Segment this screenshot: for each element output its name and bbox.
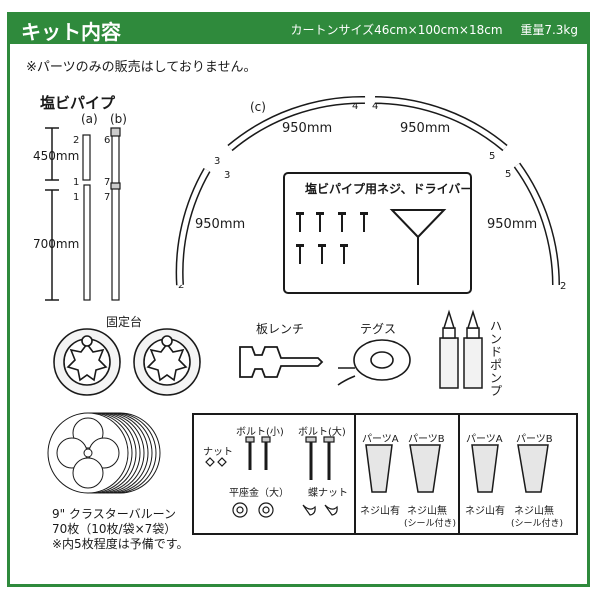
pipe-c-label: (c) [250, 100, 266, 114]
unthreaded-label-2: ネジ山無 [514, 506, 554, 517]
washer-label: 平座金（大） [229, 488, 289, 499]
pipe-num-7a: 7 [104, 177, 111, 188]
bolt-small-label: ボルト(小) [236, 427, 284, 438]
tape-roll [337, 339, 411, 386]
pipe-num-6: 6 [104, 135, 111, 146]
arc-pipes [175, 95, 560, 286]
arc-length-2: 950mm [400, 121, 451, 136]
screw-box-title: 塩ビパイプ用ネジ、ドライバー [305, 182, 473, 196]
hand-pumps [439, 309, 483, 389]
arc-num-3-b: 3 [224, 170, 231, 181]
arc-length-3: 950mm [195, 217, 246, 232]
arc-num-3-a: 3 [214, 156, 221, 167]
threaded-label-1: ネジ山有 [360, 506, 400, 517]
tape-label: テグス [360, 322, 397, 336]
carton-size: カートンサイズ46cm×100cm×18cm [290, 23, 503, 37]
part-a-label-2: パーツA [466, 434, 503, 445]
pipe-num-7b: 7 [104, 192, 111, 203]
sealed-label-2: (シール付き) [511, 519, 564, 529]
dim-lower: 700mm [33, 237, 80, 251]
balloon-line-2: 70枚（10枚/袋×7袋） [52, 522, 177, 536]
wing-nut-label: 蝶ナット [308, 488, 348, 499]
arc-num-4-b: 4 [372, 101, 379, 112]
pipe-a-label: (a) [81, 112, 98, 126]
parts-box [192, 413, 578, 535]
arc-length-4: 950mm [487, 217, 538, 232]
screw-heads [296, 212, 368, 247]
parts-divider-2 [458, 413, 460, 535]
hardware [205, 436, 338, 518]
parts-cups [365, 444, 549, 493]
balloon-line-3: ※内5枚程度は予備です。 [52, 537, 189, 551]
notice-text: ※パーツのみの販売はしておりません。 [26, 60, 257, 75]
balloon-stack [47, 412, 161, 494]
dim-upper: 450mm [33, 149, 80, 163]
base-label: 固定台 [106, 315, 143, 329]
dimension-lines [45, 127, 59, 301]
weight: 重量7.3kg [520, 23, 578, 37]
arc-num-5-b: 5 [505, 169, 512, 180]
arc-num-2-left: 2 [178, 280, 185, 291]
header-bar: キット内容 カートンサイズ46cm×100cm×18cm 重量7.3kg [7, 12, 590, 44]
straight-pipes [82, 127, 121, 301]
arc-length-1: 950mm [282, 121, 333, 136]
base-plates [53, 328, 201, 396]
arc-num-4-a: 4 [352, 101, 359, 112]
screwdriver [389, 209, 447, 285]
wrench-label: 板レンチ [256, 322, 305, 336]
sealed-label-1: (シール付き) [404, 519, 457, 529]
screws [299, 215, 365, 264]
unthreaded-label-1: ネジ山無 [407, 506, 447, 517]
balloon-line-1: 9" クラスターバルーン [52, 507, 177, 521]
parts-divider-1 [354, 413, 356, 535]
screw-driver-box [283, 172, 472, 294]
pipe-num-2a: 2 [73, 135, 80, 146]
wrench [239, 346, 324, 378]
nut-label: ナット [203, 447, 233, 458]
pipe-num-1b: 1 [73, 192, 80, 203]
pipe-b-label: (b) [110, 112, 127, 126]
part-b-label-1: パーツB [408, 434, 445, 445]
threaded-label-2: ネジ山有 [465, 506, 505, 517]
pipes-title: 塩ビパイプ [40, 94, 116, 112]
pump-label: ハンドポンプ [490, 319, 503, 398]
arc-num-2-right: 2 [560, 281, 567, 292]
part-b-label-2: パーツB [516, 434, 553, 445]
arc-num-5-a: 5 [489, 151, 496, 162]
bolt-large-label: ボルト(大) [298, 427, 346, 438]
carton-spec: カートンサイズ46cm×100cm×18cm 重量7.3kg [276, 21, 578, 38]
pipe-num-1a: 1 [73, 177, 80, 188]
part-a-label-1: パーツA [362, 434, 399, 445]
page-title: キット内容 [21, 20, 121, 44]
